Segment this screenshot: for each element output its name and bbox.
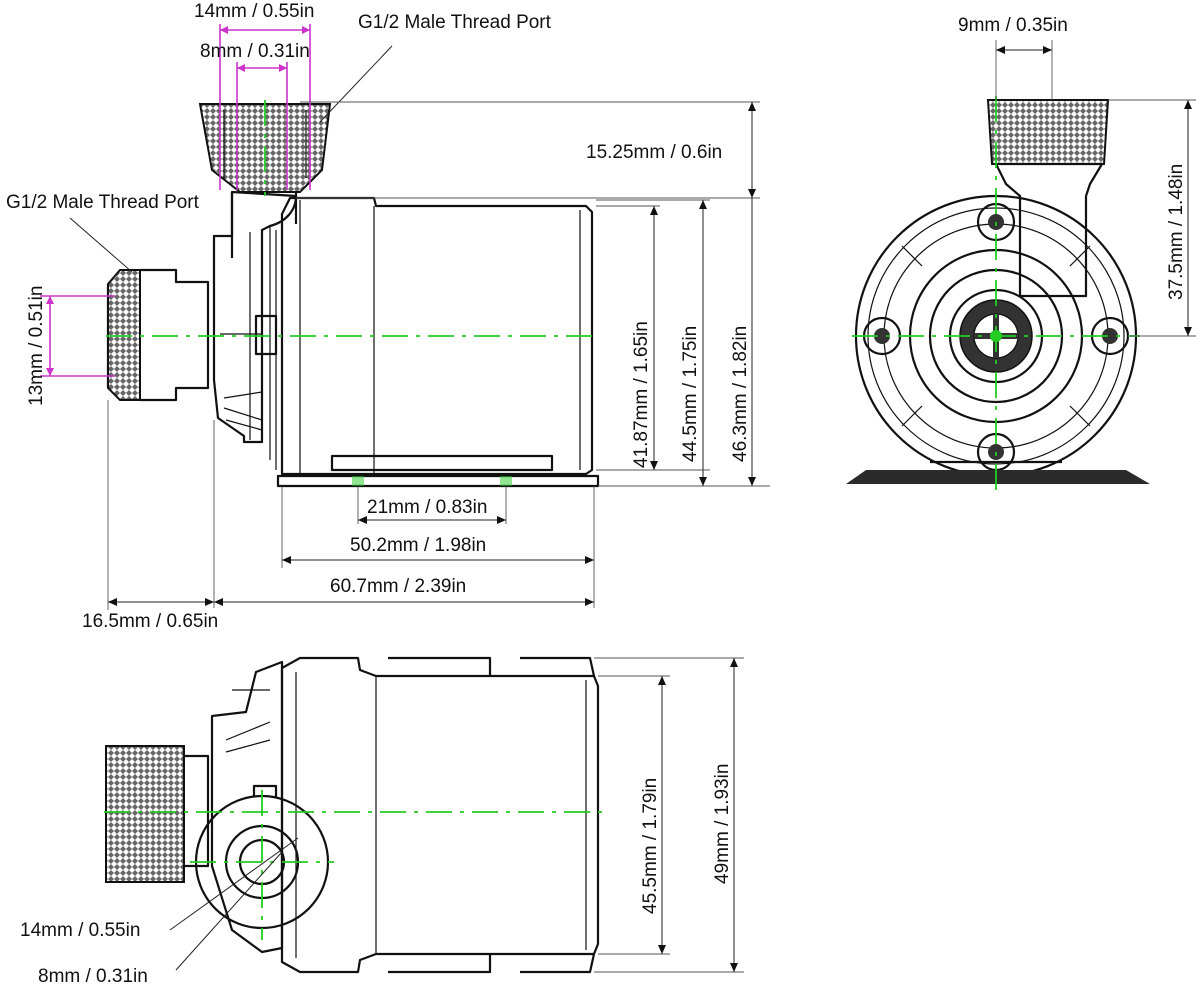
front-base: [846, 470, 1150, 484]
top-view-inlet-thread: [105, 745, 185, 883]
side-port-thread-label: G1/2 Male Thread Port: [6, 192, 200, 213]
inlet-bore-label: 13mm / 0.51in: [26, 286, 47, 406]
inlet-length-label: 16.5mm / 0.65in: [82, 611, 218, 632]
outlet-bore-label: 9mm / 0.35in: [958, 15, 1068, 36]
top-view: 14mm / 0.55in 8mm / 0.31in 45.5mm / 1.79…: [20, 656, 744, 987]
base-length-label: 50.2mm / 1.98in: [350, 535, 486, 556]
body-height-2-label: 44.5mm / 1.75in: [680, 326, 701, 462]
front-view: 9mm / 0.35in 37.5mm / 1.48in: [846, 15, 1196, 492]
body-height-1-label: 41.87mm / 1.65in: [631, 321, 652, 468]
pump-head: [212, 190, 298, 444]
top-view-inner-label: 8mm / 0.31in: [38, 966, 148, 987]
foot-spacing-label: 21mm / 0.83in: [367, 497, 487, 518]
body-height-3-label: 46.3mm / 1.82in: [730, 326, 751, 462]
top-port-thread-label: G1/2 Male Thread Port: [358, 12, 552, 33]
port-height-label: 15.25mm / 0.6in: [586, 142, 722, 163]
top-view-height-2-label: 49mm / 1.93in: [712, 764, 733, 884]
top-port-outer-label: 14mm / 0.55in: [194, 1, 314, 22]
top-view-outer-label: 14mm / 0.55in: [20, 920, 140, 941]
top-port-inner-label: 8mm / 0.31in: [200, 41, 310, 62]
top-view-height-1-label: 45.5mm / 1.79in: [640, 778, 661, 914]
body-length-label: 60.7mm / 2.39in: [330, 576, 466, 597]
base-plate: [330, 454, 554, 472]
top-view-body: [280, 656, 600, 974]
side-view: 14mm / 0.55in 8mm / 0.31in G1/2 Male Thr…: [6, 1, 770, 632]
outlet-height-label: 37.5mm / 1.48in: [1166, 164, 1187, 300]
side-port-thread: [107, 269, 141, 401]
motor-body: [280, 196, 594, 476]
front-outlet-thread: [986, 99, 1110, 165]
